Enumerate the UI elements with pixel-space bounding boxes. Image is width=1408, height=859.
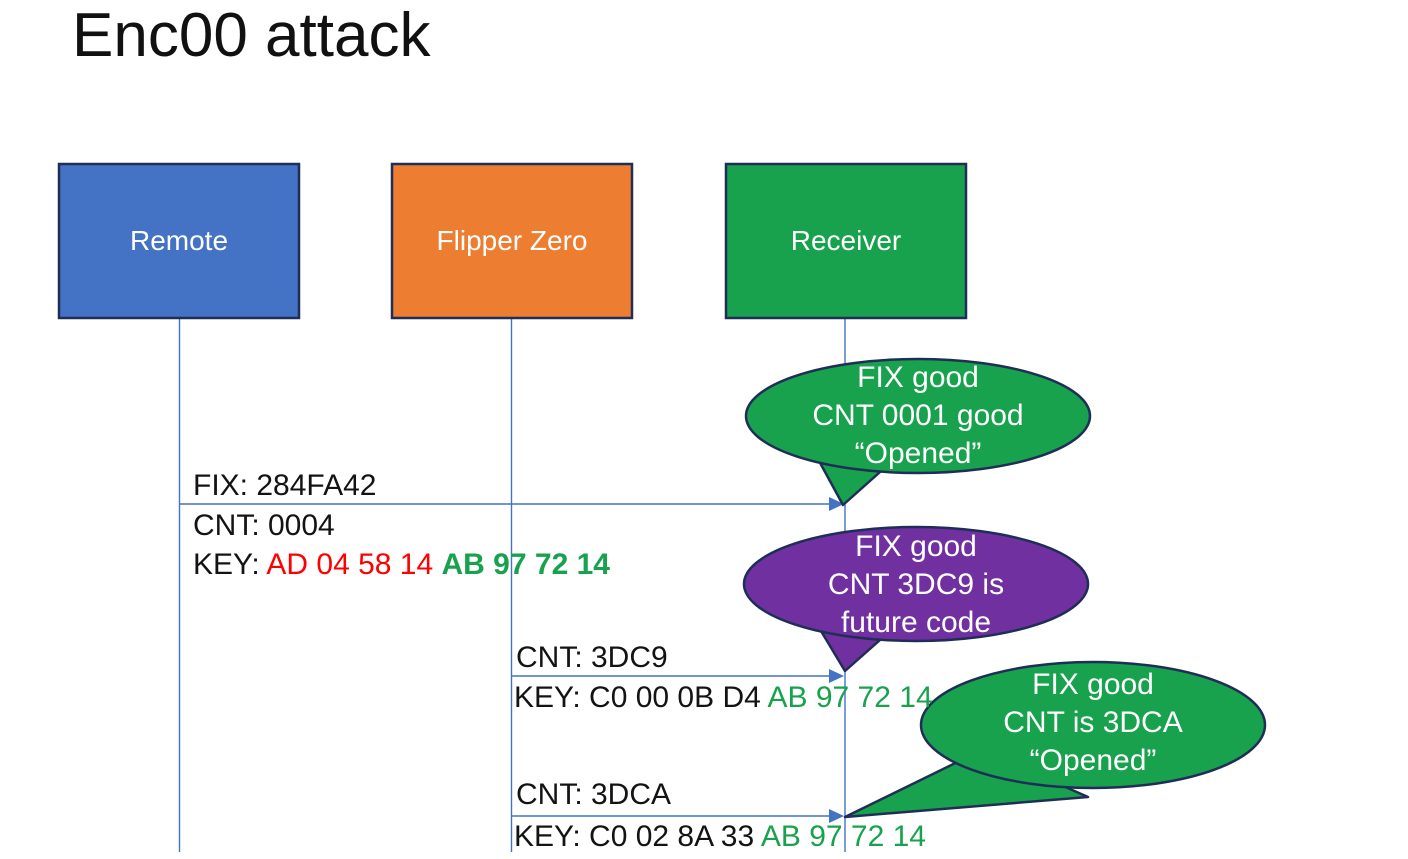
- message-1-arrowhead-icon: [829, 497, 844, 511]
- callout-1-line-2: CNT 0001 good: [812, 399, 1024, 432]
- callout-bubble-2: [742, 525, 1090, 673]
- callout-3-line-1: FIX good: [1032, 668, 1154, 701]
- message-3-key-prefix: KEY:: [514, 820, 590, 853]
- actor-box-remote: [57, 162, 301, 320]
- message-3-key-green-bytes: AB 97 72 14: [760, 820, 926, 853]
- message-2-arrowhead-icon: [829, 669, 844, 683]
- message-3-arrowhead-icon: [829, 809, 844, 823]
- callout-2-line-3: future code: [840, 606, 992, 639]
- message-3-cnt: CNT: 3DCA: [516, 778, 672, 811]
- message-2-key-prefix: KEY:: [514, 681, 590, 714]
- actor-label-remote: Remote: [129, 225, 229, 256]
- actor-label-receiver: Receiver: [790, 225, 902, 256]
- message-2-key: KEY: C0 00 0B D4 AB 97 72 14: [514, 681, 933, 715]
- callout-bubble-1: [744, 357, 1092, 507]
- callout-2-ellipse: [742, 525, 1090, 643]
- message-1-fix: FIX: 284FA42: [193, 469, 377, 502]
- message-1-key-red-bytes: AD 04 58 14: [266, 548, 442, 581]
- message-2-key-green-bytes: AB 97 72 14: [767, 681, 933, 714]
- callout-3-text: FIX good CNT is 3DCA “Opened”: [933, 666, 1253, 780]
- message-2-cnt: CNT: 3DC9: [516, 641, 668, 674]
- callout-2-text: FIX good CNT 3DC9 is future code: [756, 528, 1076, 642]
- slide-title: Enc00 attack: [72, 1, 431, 70]
- message-1-key: KEY: AD 04 58 14 AB 97 72 14: [193, 548, 610, 582]
- message-1-cnt: CNT: 0004: [193, 509, 335, 542]
- callout-3-line-3: “Opened”: [1029, 744, 1157, 777]
- callout-bubble-3: [843, 660, 1267, 819]
- callout-3-line-2: CNT is 3DCA: [1003, 706, 1183, 739]
- actor-box-flipper-zero: [390, 162, 634, 320]
- callout-2-line-2: CNT 3DC9 is: [827, 568, 1005, 601]
- callout-1-line-1: FIX good: [857, 361, 979, 394]
- message-3-key-black-bytes: C0 02 8A 33: [589, 820, 761, 853]
- message-1-key-prefix: KEY:: [193, 548, 267, 581]
- message-1-key-green-bytes: AB 97 72 14: [441, 548, 610, 581]
- callout-1-line-3: “Opened”: [854, 437, 982, 470]
- callout-1-ellipse: [744, 357, 1092, 475]
- callout-3-ellipse: [919, 660, 1267, 790]
- actor-label-flipper-zero: Flipper Zero: [436, 225, 588, 256]
- message-2-key-black-bytes: C0 00 0B D4: [589, 681, 768, 714]
- callout-1-text: FIX good CNT 0001 good “Opened”: [758, 359, 1078, 473]
- message-3-key: KEY: C0 02 8A 33 AB 97 72 14: [514, 820, 926, 854]
- callout-2-line-1: FIX good: [855, 530, 977, 563]
- actor-box-receiver: [724, 162, 968, 320]
